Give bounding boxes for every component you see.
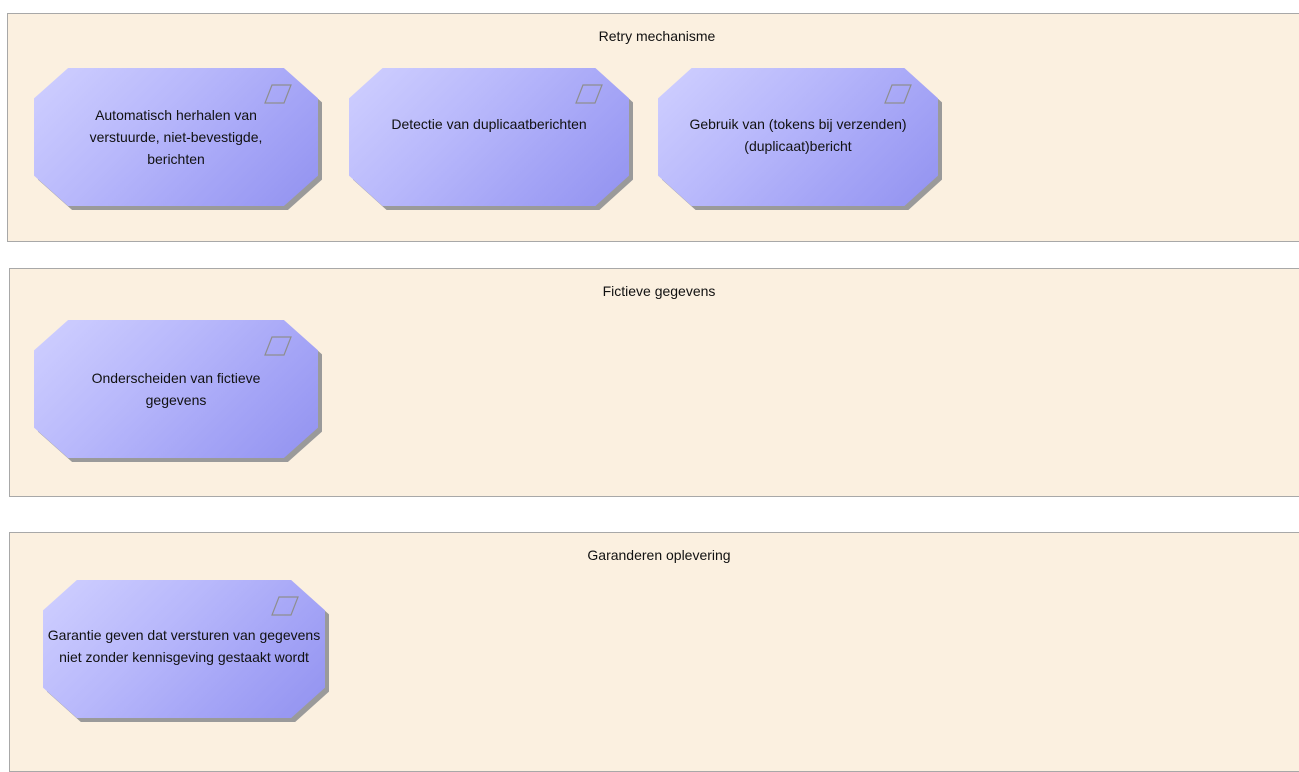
element-body bbox=[34, 320, 318, 458]
element-label: Detectie van duplicaatberichten bbox=[391, 116, 587, 132]
group-retry-mechanisme[interactable]: Retry mechanisme Automatisch herhalen va… bbox=[7, 13, 1299, 242]
element-label: Automatisch herhalen van verstuurde, nie… bbox=[89, 107, 263, 167]
element-body bbox=[43, 580, 325, 718]
element-label: Garantie geven dat versturen van gegeven… bbox=[47, 627, 321, 665]
group-garanderen-oplevering[interactable]: Garanderen oplevering Garantie geven dat… bbox=[9, 532, 1299, 772]
requirement-icon bbox=[264, 84, 292, 104]
requirement-gebruik-tokens[interactable]: Gebruik van (tokens bij verzenden) (dupl… bbox=[658, 68, 942, 210]
element-label: Onderscheiden van fictieve gegevens bbox=[91, 370, 261, 408]
element-body bbox=[349, 68, 629, 206]
group-fictieve-gegevens[interactable]: Fictieve gegevens Onderscheiden van fict… bbox=[9, 268, 1299, 497]
requirement-onderscheiden-fictieve-gegevens[interactable]: Onderscheiden van fictieve gegevens bbox=[34, 320, 322, 462]
element-label: Gebruik van (tokens bij verzenden) (dupl… bbox=[689, 116, 907, 154]
requirement-icon bbox=[575, 84, 603, 104]
requirement-icon bbox=[264, 336, 292, 356]
requirement-automatisch-herhalen[interactable]: Automatisch herhalen van verstuurde, nie… bbox=[34, 68, 322, 210]
group-title: Garanderen oplevering bbox=[587, 547, 731, 563]
requirement-detectie-duplicaatberichten[interactable]: Detectie van duplicaatberichten bbox=[349, 68, 633, 210]
group-title: Fictieve gegevens bbox=[602, 283, 716, 299]
requirement-garantie-versturen[interactable]: Garantie geven dat versturen van gegeven… bbox=[43, 580, 329, 722]
element-body bbox=[34, 68, 318, 206]
element-body bbox=[658, 68, 938, 206]
requirement-icon bbox=[884, 84, 912, 104]
group-title: Retry mechanisme bbox=[598, 28, 716, 44]
requirement-icon bbox=[271, 596, 299, 616]
